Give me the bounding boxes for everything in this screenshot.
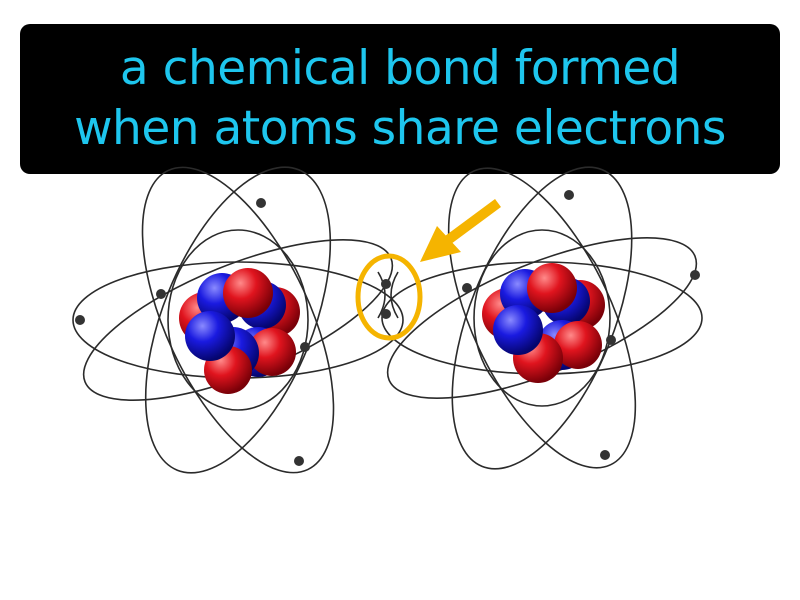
electron xyxy=(606,335,616,345)
electron xyxy=(156,289,166,299)
right-atom xyxy=(381,166,703,470)
orbit xyxy=(141,166,335,474)
left-atom xyxy=(72,166,404,474)
electron xyxy=(690,270,700,280)
electron xyxy=(564,190,574,200)
orbit xyxy=(82,239,394,401)
highlight-ring xyxy=(355,253,423,341)
definition-banner: a chemical bond formed when atoms share … xyxy=(20,24,780,174)
orbit xyxy=(167,229,309,411)
proton xyxy=(527,263,577,313)
right-atom-electrons xyxy=(462,190,700,460)
orbit xyxy=(386,237,698,399)
orbit xyxy=(451,166,633,470)
electron xyxy=(462,283,472,293)
electron xyxy=(256,198,266,208)
shared-orbit-crossing xyxy=(377,271,399,319)
definition-line-1: a chemical bond formed xyxy=(119,41,681,96)
shared-electron xyxy=(381,309,391,319)
neutron xyxy=(493,305,543,355)
electron xyxy=(75,315,85,325)
proton xyxy=(223,268,273,318)
shared-electron-pair xyxy=(355,253,423,341)
left-atom-orbits xyxy=(72,166,404,474)
left-atom-nucleus xyxy=(179,268,300,394)
electron xyxy=(294,456,304,466)
shared-electron xyxy=(381,279,391,289)
neutron xyxy=(185,311,235,361)
proton xyxy=(248,328,296,376)
left-atom-electrons xyxy=(75,198,310,466)
electron xyxy=(300,342,310,352)
definition-line-2: when atoms share electrons xyxy=(74,101,726,156)
orbit xyxy=(447,167,637,469)
right-atom-orbits xyxy=(381,166,703,470)
electron xyxy=(600,450,610,460)
arrow-icon xyxy=(420,198,501,262)
proton xyxy=(554,321,602,369)
orbit xyxy=(473,229,611,407)
right-atom-nucleus xyxy=(482,263,605,383)
